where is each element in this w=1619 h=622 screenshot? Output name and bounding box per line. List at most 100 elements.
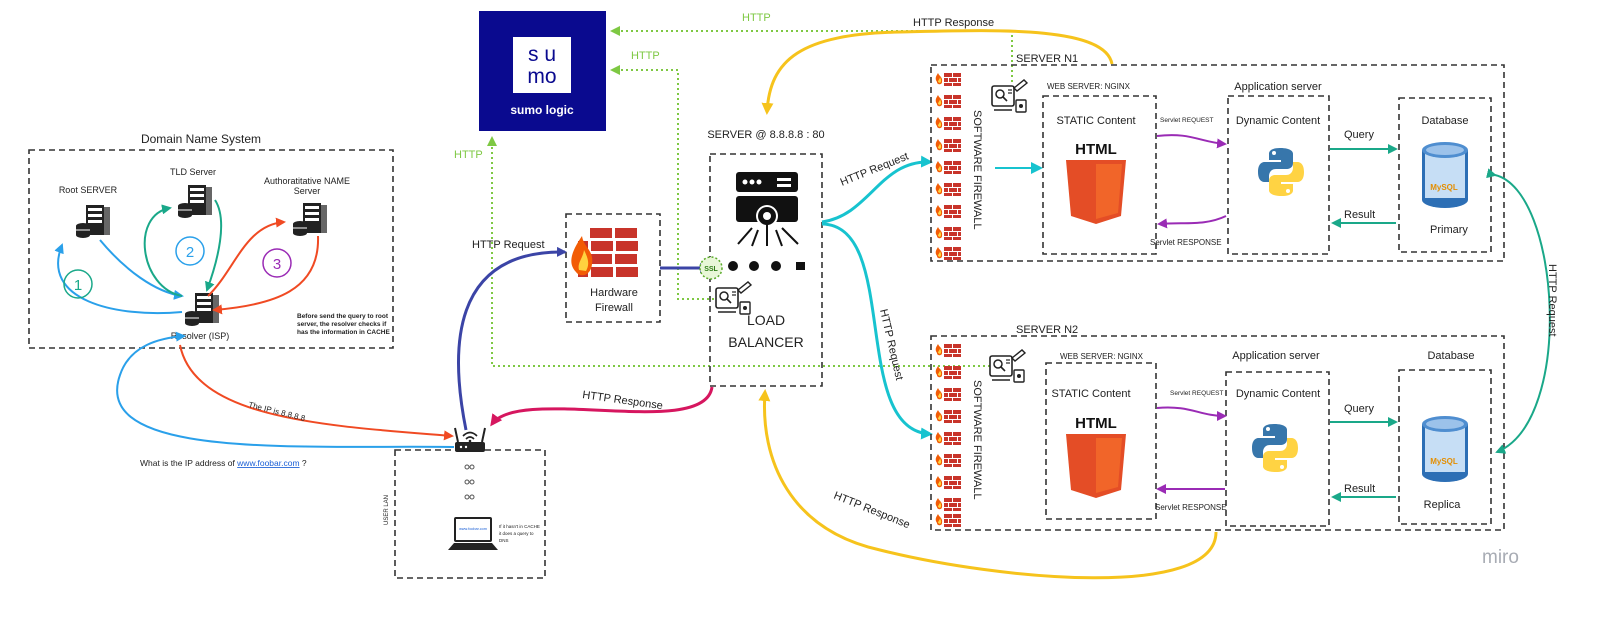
http-request-label-1: HTTP Request — [472, 239, 545, 251]
n1-static-label: STATIC Content — [1056, 115, 1135, 127]
step-2-label: 2 — [186, 244, 194, 261]
edge-lb-n2-request — [821, 222, 933, 440]
n2-servlet-request-label: Servlet REQUEST — [1170, 390, 1223, 397]
n2-app-server-box — [1225, 371, 1330, 527]
edge-resolver-auth-query — [207, 217, 286, 297]
lb-server-title: SERVER @ 8.8.8.8 : 80 — [707, 129, 824, 141]
server-n1-box — [930, 64, 1505, 262]
n2-app-server-title: Application server — [1232, 350, 1320, 362]
n2-database-box — [1398, 369, 1492, 525]
cache-query-note-1: If it hasn't in CACHE — [499, 524, 540, 529]
n1-mysql-label: MySQL — [1430, 183, 1458, 192]
firewall-icon — [571, 228, 638, 277]
http-label-top: HTTP — [742, 12, 771, 24]
edge-root-resolver-answer — [99, 239, 184, 300]
tld-server-label: TLD Server — [170, 167, 216, 177]
hardware-firewall-label-2: Firewall — [595, 302, 633, 314]
n2-query-label: Query — [1344, 403, 1374, 415]
edge-lb-router-response — [490, 386, 714, 427]
server-n1-firewall-icons — [935, 73, 961, 260]
miro-watermark: miro — [1482, 547, 1519, 568]
edge-resolver-root-query — [54, 243, 183, 315]
n2-servlet-response-label: Servlet RESPONSE — [1155, 503, 1227, 512]
root-server-icon — [75, 204, 111, 239]
cache-note-line-3: has the information in CACHE — [297, 329, 390, 336]
n2-web-server-box — [1045, 362, 1157, 520]
edge-n1-servlet-request — [1156, 134, 1227, 149]
n1-python-icon — [1258, 148, 1304, 196]
edge-n2-servlet-request — [1156, 406, 1227, 421]
user-lan-box — [394, 449, 546, 579]
sumo-logo-line-2: mo — [527, 65, 556, 88]
step-2-badge — [175, 236, 205, 266]
laptop-url: www.foobar.com — [459, 527, 487, 531]
n2-dynamic-label: Dynamic Content — [1236, 388, 1320, 400]
n2-mysql-label: MySQL — [1430, 457, 1458, 466]
n2-result-label: Result — [1344, 483, 1375, 495]
step-1-label: 1 — [74, 277, 82, 294]
n2-mysql-icon — [1422, 416, 1468, 482]
auth-server-label-2: Server — [294, 186, 321, 196]
edge-http-n2-sumo — [487, 136, 990, 367]
edge-http-lb-sumo — [610, 65, 714, 300]
edge-tld-resolver-answer — [205, 199, 223, 292]
laptop-icon — [448, 517, 498, 550]
n1-result-label: Result — [1344, 209, 1375, 221]
edge-db-replication — [1486, 168, 1551, 454]
http-response-label-n1: HTTP Response — [913, 17, 994, 29]
tld-server-icon — [177, 184, 213, 219]
auth-server-icon — [292, 202, 328, 237]
n1-db-role: Primary — [1430, 224, 1468, 236]
edge-n1-lb-response — [761, 29, 1114, 115]
http-response-label-n2: HTTP Response — [832, 490, 912, 532]
lb-label-2: BALANCER — [728, 334, 803, 350]
sumo-logo-line-1: s u — [528, 43, 556, 66]
n2-database-title: Database — [1427, 350, 1474, 362]
n1-servlet-request-label: Servlet REQUEST — [1160, 117, 1213, 124]
server-n2-firewall-icons — [935, 344, 961, 527]
edge-auth-resolver-answer — [212, 235, 320, 315]
edge-resolver-router-ip — [179, 344, 454, 441]
resolver-server-icon — [184, 292, 220, 327]
http-label-left: HTTP — [454, 149, 483, 161]
step-1-badge — [63, 269, 93, 299]
n1-mysql-icon — [1422, 142, 1468, 208]
http-request-label-replication: HTTP Request — [1546, 264, 1558, 337]
n1-servlet-response-label: Servlet RESPONSE — [1150, 238, 1222, 247]
edge-router-firewall-request — [456, 246, 567, 431]
resolver-label: Resolver (ISP) — [171, 331, 230, 341]
n1-database-box — [1398, 97, 1492, 253]
edge-resolver-tld-query — [143, 204, 183, 297]
foobar-link[interactable]: www.foobar.com — [236, 458, 299, 468]
cache-note-line-2: server, the resolver checks if — [297, 321, 387, 328]
ssl-badge-label: SSL — [704, 266, 718, 273]
step-3-badge — [262, 248, 292, 278]
sumo-brand-name: sumo logic — [510, 103, 574, 117]
dns-box — [28, 149, 394, 349]
auth-server-label-1: Authoratitative NAME — [264, 176, 350, 186]
n1-web-server-label: WEB SERVER: NGINX — [1047, 82, 1131, 91]
server-n1-title: SERVER N1 — [1016, 53, 1078, 65]
n2-python-icon — [1252, 424, 1298, 472]
sumo-logo-tile — [513, 37, 571, 93]
edge-n1-servlet-response — [1157, 215, 1227, 229]
n1-app-server-title: Application server — [1234, 81, 1322, 93]
n2-static-label: STATIC Content — [1051, 388, 1130, 400]
dns-title: Domain Name System — [141, 132, 261, 146]
dns-question: What is the IP address of www.foobar.com… — [140, 458, 307, 468]
lb-monitor-icon — [715, 281, 752, 315]
link-dots-icon — [464, 464, 475, 500]
server-n1-monitor-icon — [991, 79, 1028, 113]
n1-app-server-box — [1227, 95, 1330, 255]
edge-n2-lb-response — [758, 389, 1218, 580]
n1-web-server-box — [1042, 95, 1157, 255]
load-balancer-icon — [728, 172, 805, 271]
n2-html5-icon — [1062, 408, 1130, 498]
server-n2-box — [930, 335, 1505, 531]
n1-dynamic-label: Dynamic Content — [1236, 115, 1320, 127]
n1-query-label: Query — [1344, 129, 1374, 141]
server-n2-title: SERVER N2 — [1016, 324, 1078, 336]
cache-query-note-2: it does a query to — [499, 531, 534, 536]
server-n1-firewall-label: SOFTWARE FIREWALL — [971, 110, 983, 230]
